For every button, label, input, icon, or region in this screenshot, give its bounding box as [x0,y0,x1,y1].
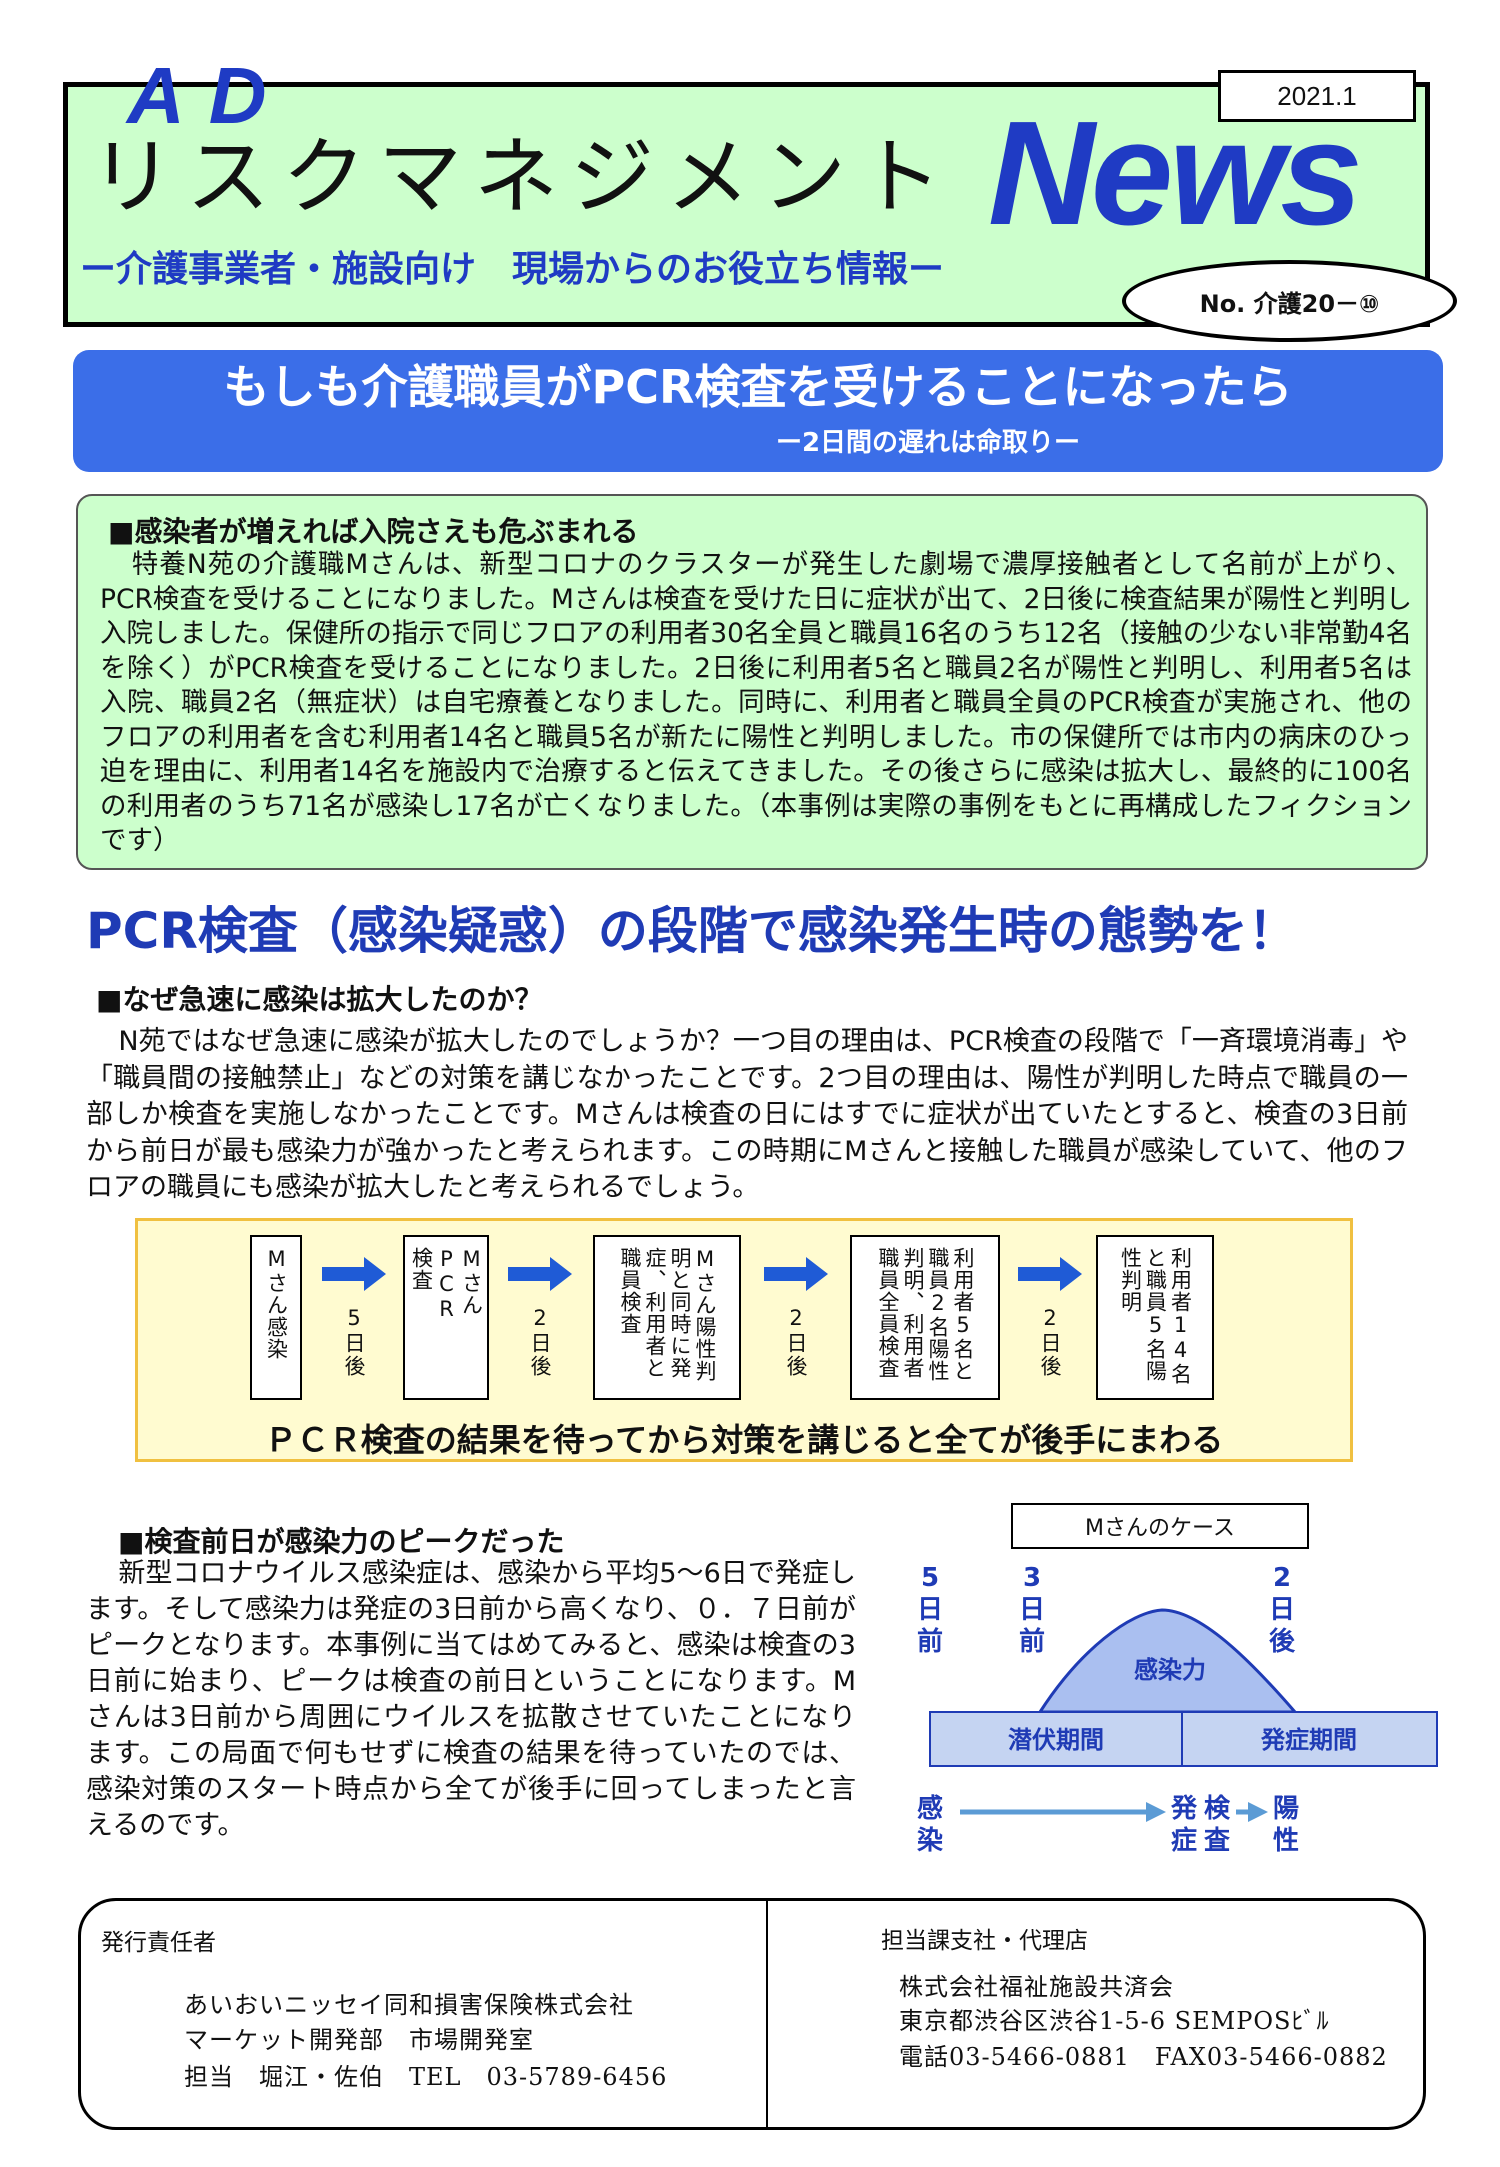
case-heading: ■感染者が増えれば入院さえも危ぶまれる [108,515,639,548]
logo-title: リスクマネジメント [90,128,955,226]
flow-step-line: と職員5名陽 [1143,1247,1168,1382]
sub-heading-peak: ■検査前日が感染力のピークだった [118,1525,565,1558]
infectivity-curve [1037,1608,1299,1714]
t0c2: 前 [917,1626,943,1657]
incubation-period-bar [929,1711,1183,1767]
e3c0: 陽 [1273,1794,1299,1824]
agent-label: 担当課支社・代理店 [881,1928,1088,1954]
svg-text:発症: 発症 [1170,1794,1198,1856]
logo-ad: AD [127,51,291,140]
case-text: 特養N苑の介護職Mさんは、新型コロナのクラスターが発生した劇場で濃厚接触者として… [100,549,1412,856]
flow-step-line: 利用者14名 [1168,1247,1193,1385]
flow-step: 利用者14名と職員5名陽性判明 [1096,1235,1214,1400]
publisher-label: 発行責任者 [101,1930,216,1956]
t1c2: 前 [1019,1626,1045,1657]
flow-step: Mさん感染 [250,1235,302,1400]
svg-text:陽性: 陽性 [1273,1794,1299,1856]
t1c0: 3 [1023,1563,1041,1593]
e1c1: 症 [1171,1825,1197,1856]
flow-step-line: 職員全員検査 [876,1247,900,1379]
flow-step-line: 症、利用者と [643,1247,667,1379]
sub-heading-why: ■なぜ急速に感染は拡大したのか？ [96,983,543,1016]
flow-interval: 2日後 [528,1306,552,1378]
flow-step-line: Mさん [459,1247,484,1316]
issue-date: 2021.1 [1218,70,1416,122]
flow-step-line: 利用者5名と [951,1247,975,1382]
arrow-right-icon [508,1257,572,1295]
peak-text: 新型コロナウイルス感染症は、感染から平均5～6日で発症します。そして感染力は発症… [86,1558,856,1841]
flow-step-line: Mさん感染 [264,1247,289,1360]
flow-step-line: PCR [434,1247,459,1322]
flow-step-line: 職員2名陽性 [926,1247,950,1382]
case-label: Mさんのケース [1085,1516,1235,1541]
arrow-right-icon [1018,1257,1082,1295]
agent-line: 東京都渋谷区渋谷1-5-6 SEMPOSﾋﾞﾙ [899,2007,1330,2035]
t2c1: 日 [1269,1595,1295,1625]
flow-step: 利用者5名と職員2名陽性判明、利用者職員全員検査 [850,1235,1000,1400]
flow-interval: 2日後 [1038,1306,1062,1378]
flow-step-line: 検査 [409,1247,434,1291]
svg-text:感染: 感染 [917,1794,943,1856]
flow-step-line: 職員検査 [618,1247,642,1335]
t0c0: 5 [921,1563,939,1593]
t0c1: 日 [917,1595,943,1625]
e3c1: 性 [1273,1826,1299,1856]
arrow-right-icon [322,1257,386,1295]
headline-subtitle: ー2日間の遅れは命取りー [775,428,1081,458]
arrow-right-icon [764,1257,828,1295]
arrow-right-icon [1146,1802,1166,1822]
section-heading: PCR検査（感染疑惑）の段階で感染発生時の態勢を！ [86,902,1298,960]
masthead [63,82,1430,327]
case-box: ■感染者が増えれば入院さえも危ぶまれる 特養N苑の介護職Mさんは、新型コロナのク… [76,494,1428,870]
e1c0: 発 [1170,1794,1198,1824]
period-label-incubation: 潜伏期間 [1008,1726,1104,1754]
e0c1: 染 [917,1826,943,1856]
headline-banner: もしも介護職員がPCR検査を受けることになったら ー2日間の遅れは命取りー [73,350,1443,472]
headline-title: もしも介護職員がPCR検査を受けることになったら [223,360,1293,414]
e2c0: 検 [1204,1794,1231,1824]
publisher-line: あいおいニッセイ同和損害保険株式会社 [184,1991,634,2019]
logo-news: News [988,91,1363,256]
masthead-subtitle: ー介護事業者・施設向け 現場からのお役立ち情報ー [80,249,945,290]
footer: 発行責任者 あいおいニッセイ同和損害保険株式会社 マーケット開発部 市場開発室 … [78,1898,1426,2130]
flow-step-line: 明と同時に発 [668,1247,692,1379]
arrow-right-icon [1248,1802,1268,1822]
t2c0: 2 [1273,1563,1291,1593]
agent-line: 株式会社福祉施設共済会 [899,1973,1174,2001]
publisher-line: マーケット開発部 市場開発室 [184,2026,534,2054]
period-label-symptomatic: 発症期間 [1260,1726,1357,1754]
flow-caption: ＰＣＲ検査の結果を待ってから対策を講じると全てが後手にまわる [264,1421,1224,1459]
e2c1: 査 [1204,1826,1230,1856]
flow-step-line: 性判明 [1118,1247,1143,1313]
t2c2: 後 [1269,1626,1296,1657]
svg-text:検査: 検査 [1204,1794,1231,1856]
section-text: N苑ではなぜ急速に感染が拡大したのでしょうか？一つ目の理由は、PCR検査の段階で… [86,1026,1408,1203]
t1c1: 日 [1019,1595,1045,1625]
flow-step-line: Mさん陽性判 [693,1247,717,1382]
symptomatic-period-bar [1181,1711,1438,1767]
curve-label: 感染力 [1134,1656,1206,1684]
flow-step-line: 判明、利用者 [901,1247,925,1379]
agent-line: 電話03-5466-0881 FAX03-5466-0882 [899,2043,1388,2071]
issue-number: No. 介護20－⑩ [1122,260,1457,342]
case-label-box [1011,1503,1309,1549]
publisher-line: 担当 堀江・佐伯 TEL 03-5789-6456 [184,2063,668,2091]
e0c0: 感 [917,1794,943,1824]
flow-interval: 5日後 [342,1306,366,1378]
flow-step: Mさん陽性判明と同時に発症、利用者と職員検査 [593,1235,741,1400]
flow-interval: 2日後 [784,1306,808,1378]
footer-divider [766,1901,768,2127]
